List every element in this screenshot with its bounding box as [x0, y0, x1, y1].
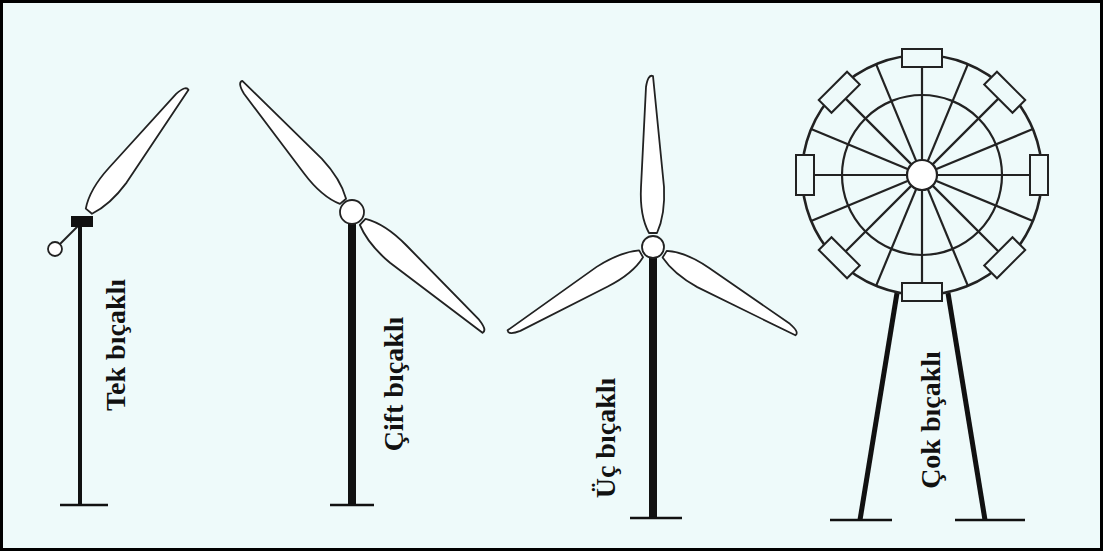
multi-blade-turbine: [796, 49, 1048, 520]
single-blade-turbine: [48, 82, 197, 505]
turbine-label: Çift bıçaklı: [380, 317, 408, 452]
two-blade-turbine: [233, 73, 492, 505]
turbine-label: Çok bıçaklı: [917, 351, 945, 489]
turbine-label: Üç bıçaklı: [592, 378, 620, 499]
turbine-label: Tek bıçaklı: [102, 279, 130, 411]
three-blade-turbine: [502, 76, 802, 518]
